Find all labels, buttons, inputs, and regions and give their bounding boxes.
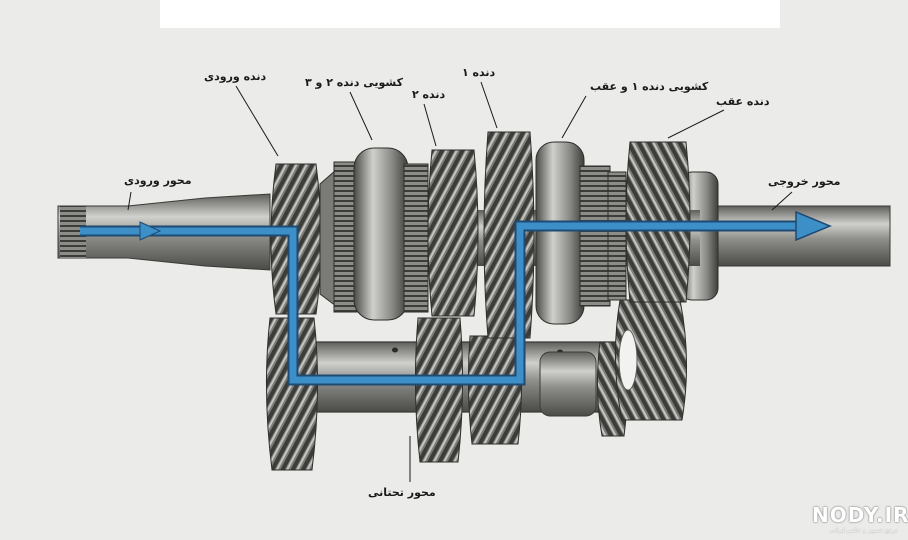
label-synchro-1-reverse: کشویی دنده ۱ و عقب bbox=[590, 80, 709, 93]
power-flow-arrow bbox=[80, 210, 832, 386]
leader-lines bbox=[127, 81, 793, 482]
label-output-shaft: محور خروجی bbox=[768, 175, 841, 188]
counter-gear-large bbox=[265, 317, 319, 471]
label-synchro-2-3: کشویی دنده ۲ و ۳ bbox=[305, 76, 403, 89]
page-top-white bbox=[160, 0, 780, 28]
counter-gear-reverse bbox=[596, 299, 688, 437]
label-input-shaft: محور ورودی bbox=[124, 174, 192, 187]
watermark: NODY.IR مرجع تصویر و عکس ایرانی bbox=[812, 503, 908, 534]
watermark-subtext: مرجع تصویر و عکس ایرانی bbox=[829, 527, 898, 534]
synchro-2-3 bbox=[319, 147, 429, 321]
label-gear-2: دنده ۲ bbox=[412, 88, 446, 101]
label-reverse-gear: دنده عقب bbox=[716, 95, 770, 108]
label-input-gear: دنده ورودی bbox=[204, 70, 267, 83]
watermark-text: NODY.IR bbox=[812, 503, 908, 527]
synchro-1-reverse bbox=[535, 141, 627, 325]
gear-2 bbox=[427, 149, 479, 317]
label-gear-1: دنده ۱ bbox=[462, 66, 496, 79]
gear-1 bbox=[483, 131, 535, 339]
counter-gear-1 bbox=[467, 335, 523, 445]
counter-gear-2 bbox=[414, 317, 464, 463]
label-counter-shaft: محور تحتانی bbox=[368, 486, 436, 499]
